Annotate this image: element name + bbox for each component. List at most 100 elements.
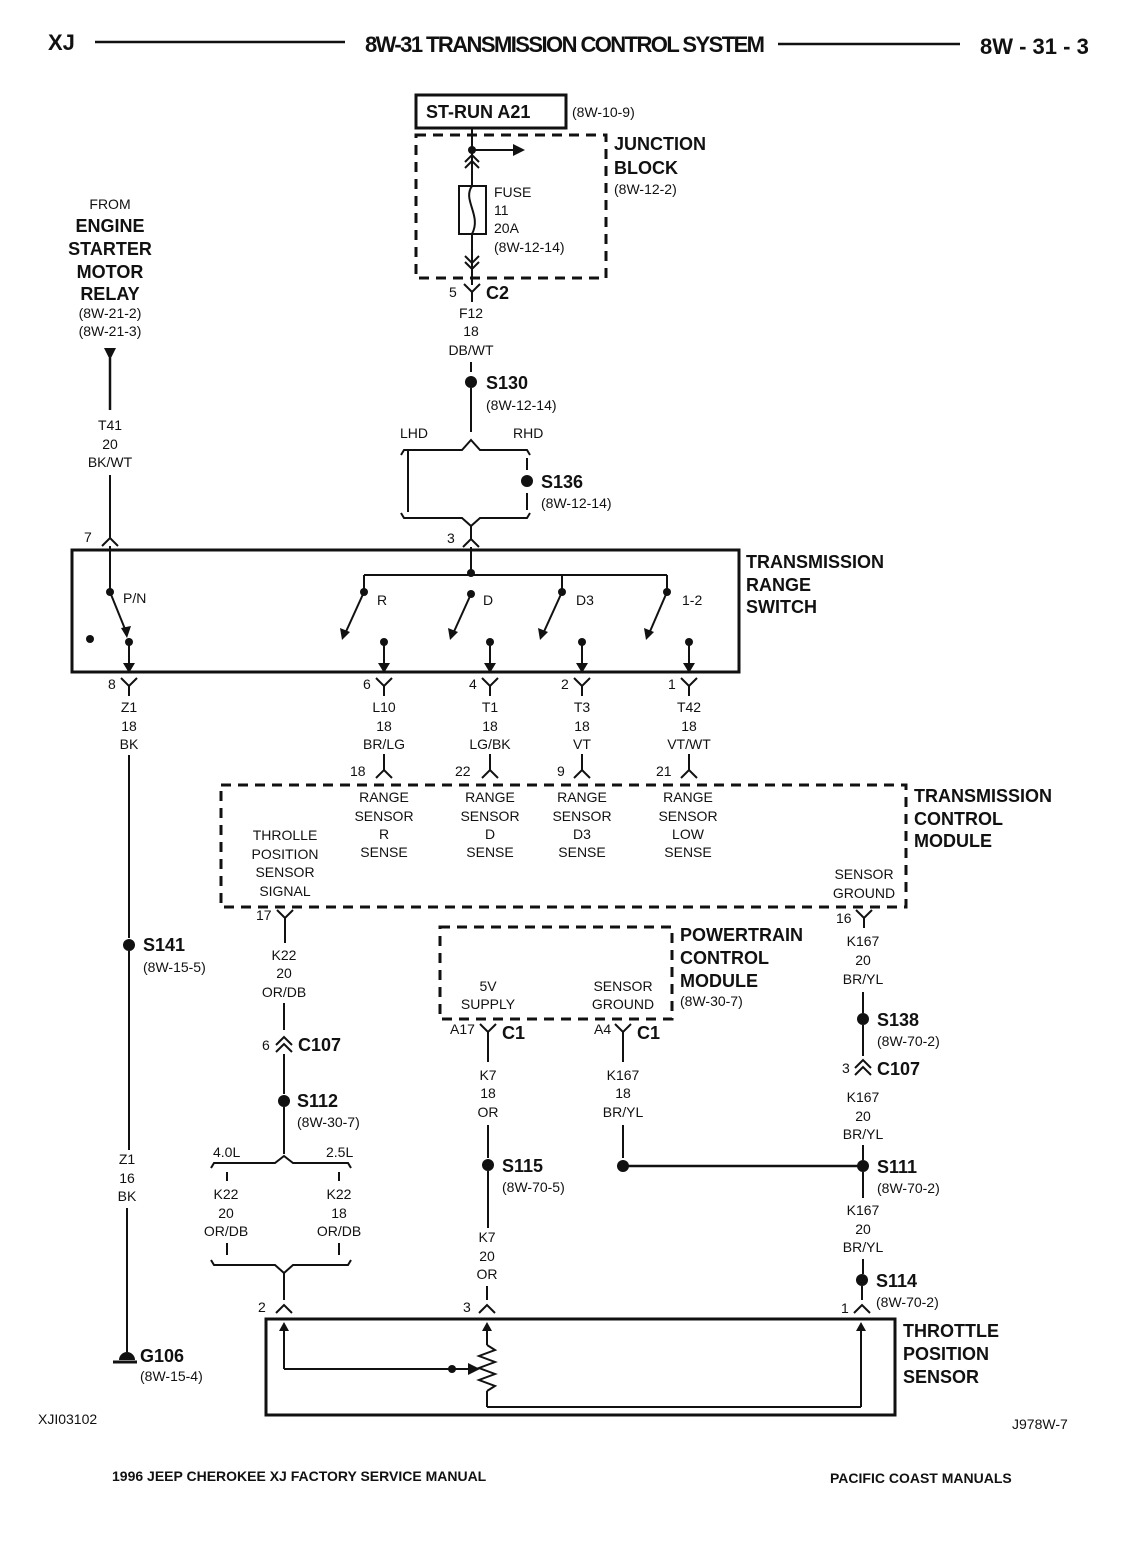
wire-k22-color: OR/DB (262, 984, 306, 1000)
pcm-c1-left: C1 (502, 1023, 525, 1043)
wire-z1-16-code: Z1 (119, 1151, 136, 1167)
wire-f12-code: F12 (459, 305, 483, 321)
tcm-d-4: SENSE (466, 844, 513, 860)
trs-pin1: 1 (668, 676, 676, 692)
wire-k7-color: OR (478, 1104, 499, 1120)
c2-label: C2 (486, 283, 509, 303)
tcm-box (219, 783, 908, 909)
trs-pin6: 6 (363, 676, 371, 692)
wire-pcm-k167-code: K167 (607, 1067, 640, 1083)
wire-k22-gauge: 20 (276, 965, 292, 981)
tps-pin2: 2 (258, 1299, 266, 1315)
wire-k22-code: K22 (272, 947, 297, 963)
s130-ref: (8W-12-14) (486, 397, 557, 413)
tps-signal-3: SENSOR (255, 864, 314, 880)
wire-z1-color: BK (120, 736, 139, 752)
tcm-r-3: R (379, 826, 389, 842)
s136-ref: (8W-12-14) (541, 495, 612, 511)
s136-label: S136 (541, 472, 583, 492)
s114-label: S114 (876, 1271, 917, 1291)
pcm-box (438, 925, 674, 1021)
label-4-0l: 4.0L (213, 1144, 240, 1160)
wire-k22b-gauge: 18 (331, 1205, 347, 1221)
range-switch-box (70, 548, 741, 674)
trs-pin4: 4 (469, 676, 477, 692)
s138-label: S138 (877, 1010, 919, 1030)
s141-ref: (8W-15-5) (143, 959, 206, 975)
wire-t42-code: T42 (677, 699, 701, 715)
from-label: FROM (89, 196, 130, 212)
tcm-low-2: SENSOR (658, 808, 717, 824)
junction-label-2: BLOCK (614, 158, 678, 178)
tps-name-3: SENSOR (903, 1367, 979, 1387)
splice-s114 (856, 1274, 868, 1286)
relay-ref-2: (8W-21-3) (79, 323, 142, 339)
ground-chain: S141 (8W-15-5) Z1 16 BK G106 (8W-15-4) (113, 755, 206, 1384)
tcm-d-3: D (485, 826, 495, 842)
tcm-gnd-1: SENSOR (834, 866, 893, 882)
tcm-low-4: SENSE (664, 844, 711, 860)
diagram-code-left: XJI03102 (38, 1411, 97, 1427)
pcm-ground: GROUND (592, 996, 654, 1012)
trs-name-1: TRANSMISSION (746, 552, 884, 572)
tps-signal-1: THROLLE (253, 827, 318, 843)
wire-t41-code: T41 (98, 417, 122, 433)
pcm-pin-a17: A17 (450, 1021, 475, 1037)
wire-k7-gauge: 18 (480, 1085, 496, 1101)
tps-name-1: THROTTLE (903, 1321, 999, 1341)
label-2-5l: 2.5L (326, 1144, 353, 1160)
wire-t42-gauge: 18 (681, 718, 697, 734)
wire-k167b-code: K167 (847, 1089, 880, 1105)
wire-t3-gauge: 18 (574, 718, 590, 734)
relay-name-3: MOTOR (77, 262, 144, 282)
junction-label-1: JUNCTION (614, 134, 706, 154)
s111-ref: (8W-70-2) (877, 1180, 940, 1196)
wire-t42-color: VT/WT (667, 736, 711, 752)
tps-section: THROTTLE POSITION SENSOR (264, 1317, 999, 1417)
range-switch-section: TRANSMISSION RANGE SWITCH P/N R D (70, 546, 884, 674)
trs-pin8: 8 (108, 676, 116, 692)
wire-k22a-code: K22 (214, 1186, 239, 1202)
arrow-down-icon (104, 348, 116, 360)
tcm-r-1: RANGE (359, 789, 409, 805)
wire-t1-color: LG/BK (469, 736, 511, 752)
wire-l10-color: BR/LG (363, 736, 405, 752)
tps-signal-4: SIGNAL (259, 883, 311, 899)
junction-block-box (414, 133, 608, 280)
pcm-c1-right: C1 (637, 1023, 660, 1043)
wire-f12-color: DB/WT (448, 342, 494, 358)
lhd-label: LHD (400, 425, 428, 441)
pcm-section: POWERTRAIN CONTROL MODULE (8W-30-7) 5V S… (438, 925, 803, 1043)
wire-k22a-gauge: 20 (218, 1205, 234, 1221)
tps-name-2: POSITION (903, 1344, 989, 1364)
rhd-label: RHD (513, 425, 543, 441)
splice-s141 (123, 939, 135, 951)
tcm-name-3: MODULE (914, 831, 992, 851)
position-d3: D3 (576, 592, 594, 608)
trs-pin2: 2 (561, 676, 569, 692)
position-d: D (483, 592, 493, 608)
tcm-pin21: 21 (656, 763, 672, 779)
pcm-sensor: SENSOR (593, 978, 652, 994)
page-footer: XJI03102 J978W-7 1996 JEEP CHEROKEE XJ F… (38, 1411, 1068, 1486)
s111-label: S111 (877, 1157, 917, 1177)
s114-ref: (8W-70-2) (876, 1294, 939, 1310)
s112-label: S112 (297, 1091, 338, 1111)
wire-k7-20-code: K7 (478, 1229, 495, 1245)
pcm-ref: (8W-30-7) (680, 993, 743, 1009)
tcm-d3-2: SENSOR (552, 808, 611, 824)
s112-ref: (8W-30-7) (297, 1114, 360, 1130)
wire-z1-gauge: 18 (121, 718, 137, 734)
tps-pin1: 1 (841, 1300, 849, 1316)
wire-k7-20-gauge: 20 (479, 1248, 495, 1264)
pcm-pin-a4: A4 (594, 1021, 611, 1037)
c107-pin6: 6 (262, 1037, 270, 1053)
position-r: R (377, 592, 387, 608)
trs-name-3: SWITCH (746, 597, 817, 617)
fuse-label: FUSE (494, 184, 531, 200)
pcm-5v: 5V (479, 978, 497, 994)
relay-name-1: ENGINE (75, 216, 144, 236)
wire-l10-gauge: 18 (376, 718, 392, 734)
splice-s115 (482, 1159, 494, 1171)
